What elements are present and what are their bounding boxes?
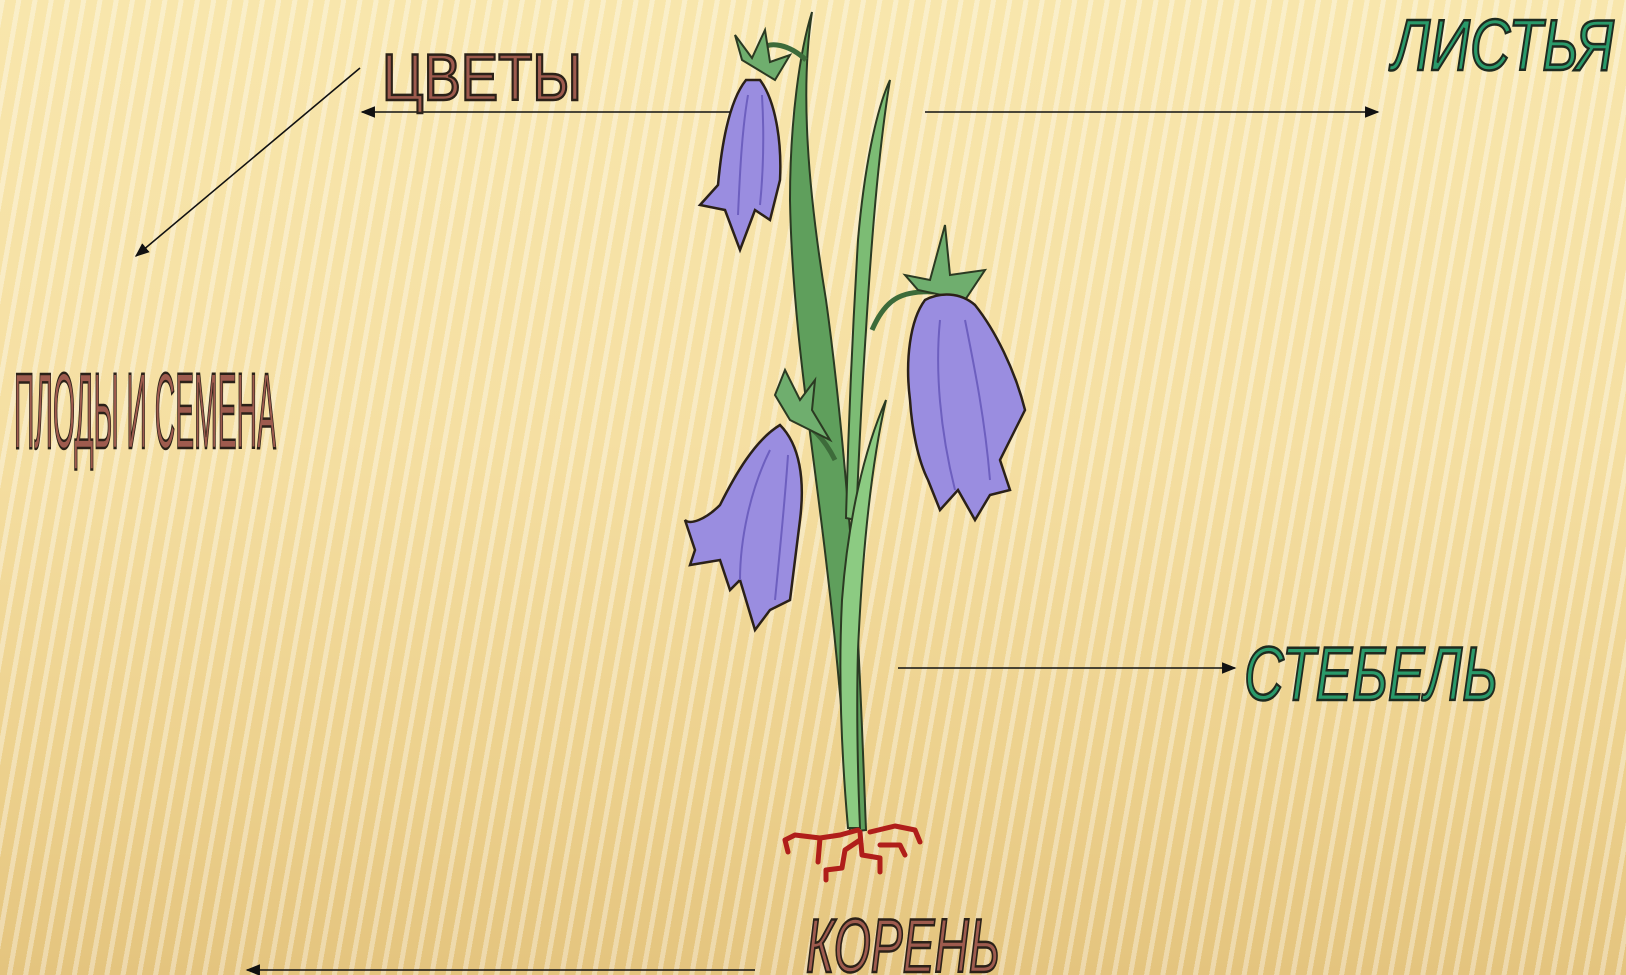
flower-top xyxy=(700,30,790,250)
flower-left xyxy=(685,370,830,630)
label-root: КОРЕНЬ xyxy=(806,904,1000,975)
plant-illustration xyxy=(685,12,1025,880)
label-flowers: ЦВЕТЫ xyxy=(382,40,582,114)
label-stem: СТЕБЕЛЬ xyxy=(1244,632,1498,717)
arrow-to-fruits xyxy=(136,68,360,256)
label-fruits-and-seeds: ПЛОДЫ И СЕМЕНА xyxy=(14,350,276,471)
flower-right xyxy=(905,225,1025,520)
label-leaves: ЛИСТЬЯ xyxy=(1389,6,1615,86)
root xyxy=(785,826,920,880)
